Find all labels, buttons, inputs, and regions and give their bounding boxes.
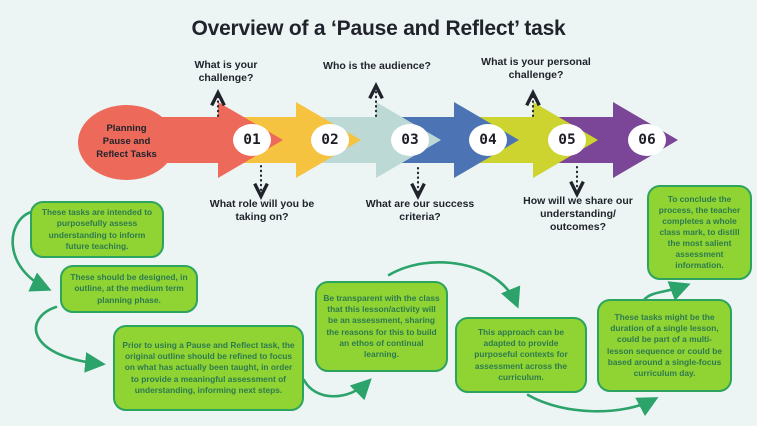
connector-note5-note6 [526,393,659,417]
note-be-transparent: Be transparent with the class that this … [315,281,448,372]
note-whole-class-mark: To conclude the process, the teacher com… [647,185,752,280]
step-number-5: 05 [548,124,586,156]
question-challenge: What is your challenge? [194,59,258,85]
note-text: Be transparent with the class that this … [323,293,440,359]
start-node: Planning Pause and Reflect Tasks [78,105,175,180]
step-number-1: 01 [233,124,271,156]
note-medium-term-planning: These should be designed, in outline, at… [60,265,198,313]
note-task-duration: These tasks might be the duration of a s… [597,299,732,392]
question-personal-challenge: What is your personal challenge? [481,56,591,82]
connector-note2-note3 [34,305,106,373]
connector-note3-note4 [302,378,372,401]
note-text: This approach can be adapted to provide … [474,327,568,382]
diagram-title: Overview of a ‘Pause and Reflect’ task [191,17,566,40]
note-text: Prior to using a Pause and Reflect task,… [122,340,295,395]
step-number-3: 03 [391,124,429,156]
question-share-outcomes: How will we share our understanding/ out… [523,195,633,234]
note-text: To conclude the process, the teacher com… [658,193,741,271]
note-text: These tasks are intended to purposefully… [41,207,153,251]
note-purposeful-contexts: This approach can be adapted to provide … [455,317,587,393]
note-text: These should be designed, in outline, at… [70,272,188,305]
connector-note6-note7 [642,281,691,302]
start-node-label: Planning Pause and Reflect Tasks [96,123,157,160]
step-number-4: 04 [469,124,507,156]
note-text: These tasks might be the duration of a s… [607,312,722,378]
step-number-2: 02 [311,124,349,156]
question-role: What role will you be taking on? [209,198,315,224]
step-number-6: 06 [628,124,666,156]
question-success-criteria: What are our success criteria? [365,198,475,224]
note-assess-understanding: These tasks are intended to purposefully… [30,201,164,258]
note-refine-outline: Prior to using a Pause and Reflect task,… [113,325,304,411]
question-audience: Who is the audience? [323,60,431,72]
